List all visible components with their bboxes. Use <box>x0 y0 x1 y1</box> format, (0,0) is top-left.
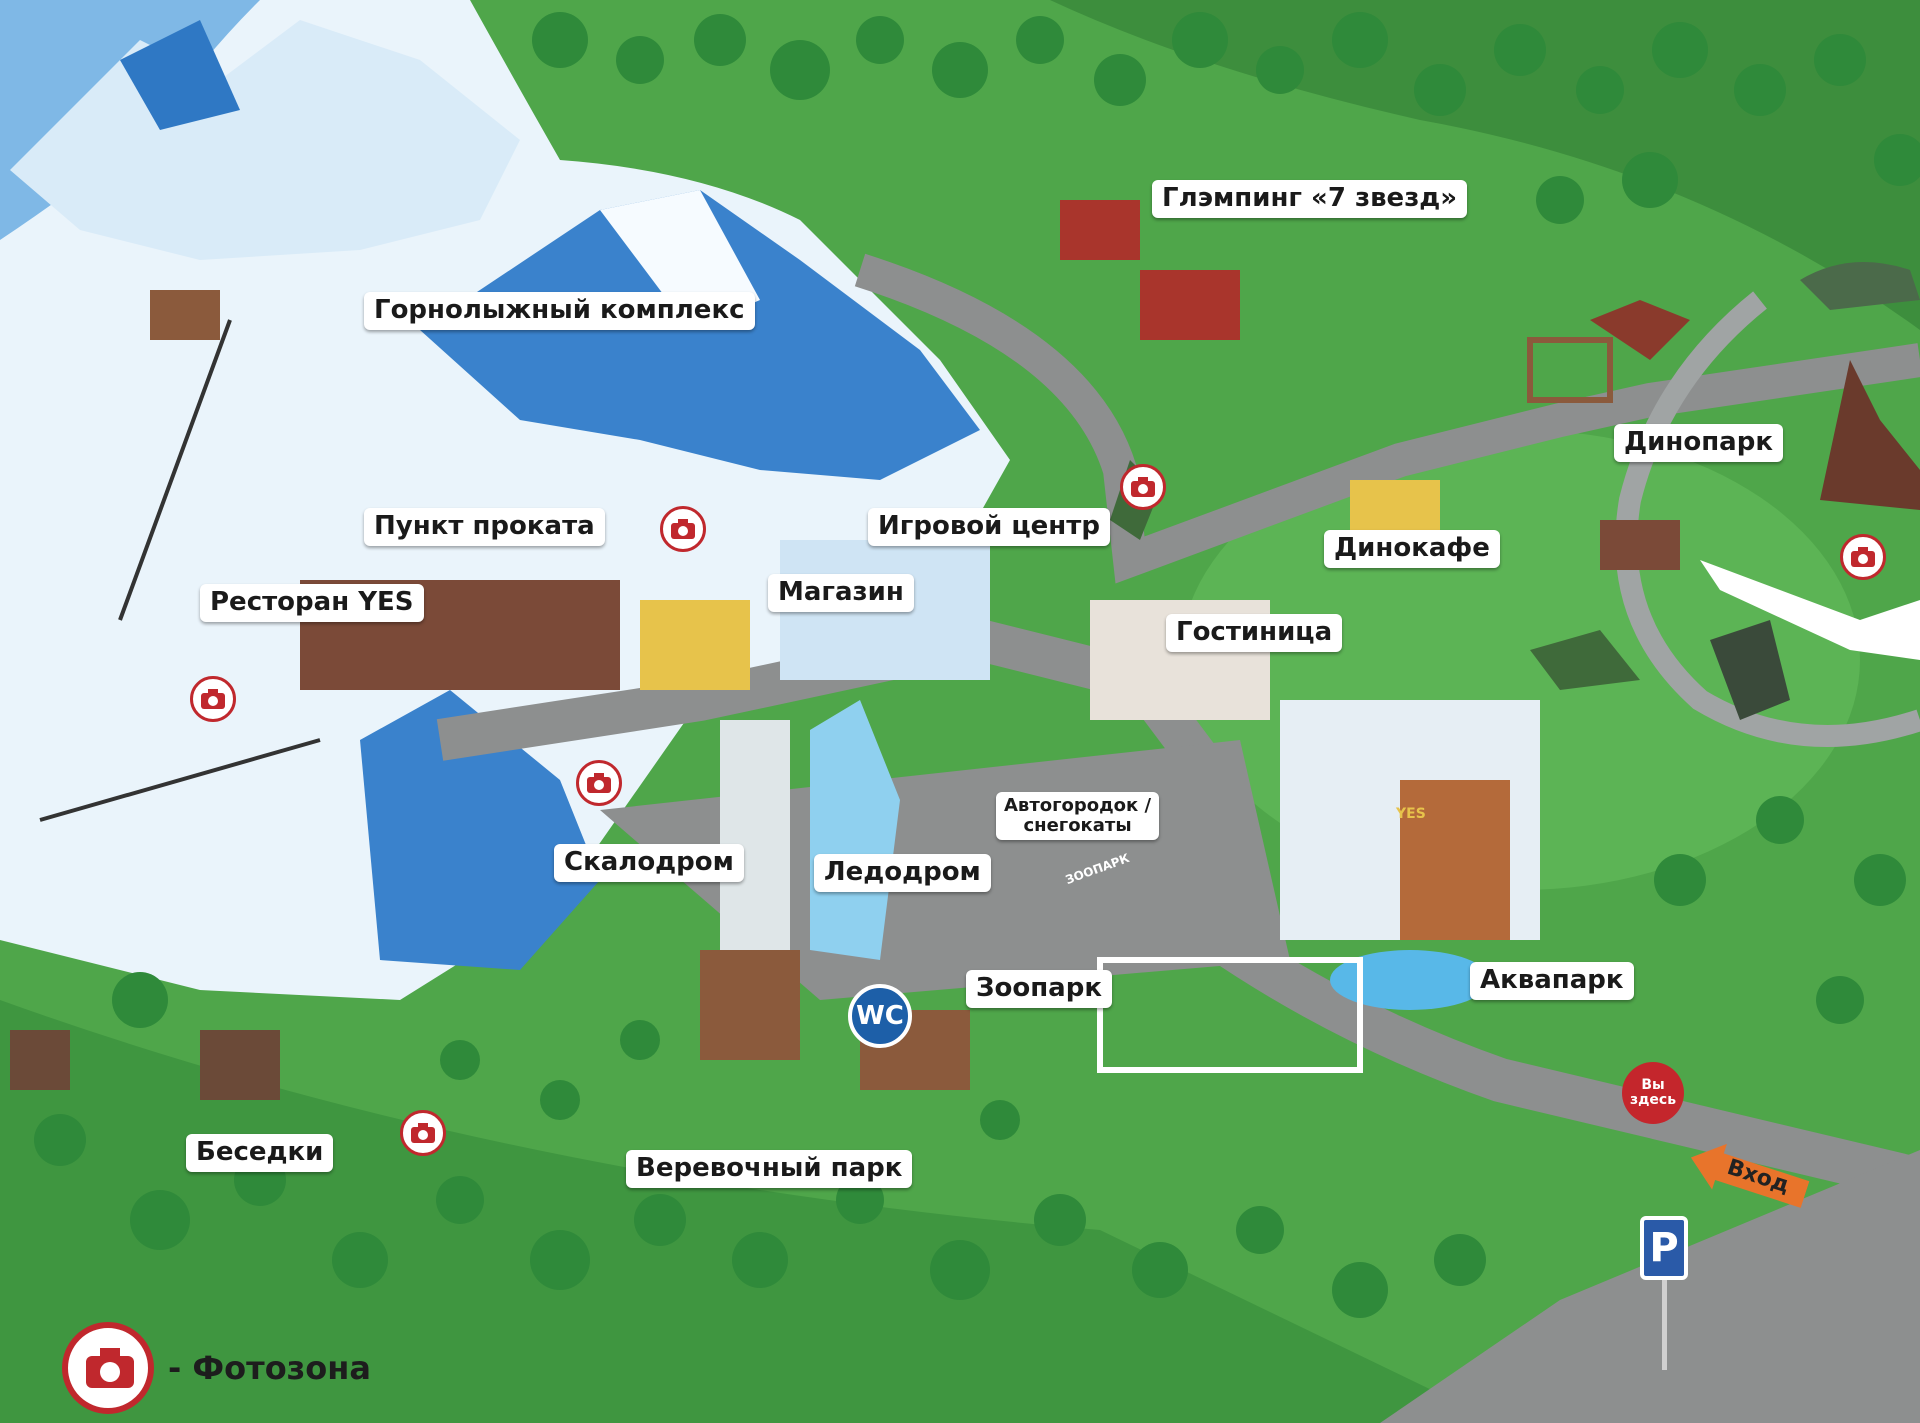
label-autotown: Автогородок / снегокаты <box>996 792 1160 840</box>
chairlift-cable-1 <box>118 319 232 621</box>
label-game-center: Игровой центр <box>868 508 1110 546</box>
rope-park-house <box>700 950 800 1060</box>
label-zoo: Зоопарк <box>966 970 1112 1008</box>
dinosaur-trex <box>1710 620 1790 720</box>
glamping-house-2 <box>1140 270 1240 340</box>
dinosaur-spinosaurus <box>1590 300 1690 360</box>
photozone-marker <box>1120 464 1166 510</box>
photozone-marker <box>1840 534 1886 580</box>
parking-sign: P <box>1640 1216 1688 1280</box>
mountain-right <box>420 190 980 480</box>
ice-wall <box>810 700 900 960</box>
label-autotown-line2: снегокаты <box>1023 814 1132 836</box>
camera-icon <box>1131 477 1155 497</box>
dinosaur-triceratops <box>1800 262 1920 310</box>
dark-forest-area <box>1050 0 1920 330</box>
camera-photozone-icon <box>86 1348 134 1388</box>
parking-sign-post <box>1662 1280 1667 1370</box>
trees-group <box>34 12 1920 1318</box>
camera-icon <box>1851 547 1875 567</box>
legend: - Фотозона <box>62 1322 371 1414</box>
mountain-top-shade <box>120 20 240 130</box>
photozone-marker <box>190 676 236 722</box>
lower-forest-area <box>0 1000 1500 1423</box>
label-climbing-wall: Скалодром <box>554 844 744 882</box>
label-dinopark: Динопарк <box>1614 424 1783 462</box>
label-glamping: Глэмпинг «7 звезд» <box>1152 180 1468 218</box>
dino-trail <box>1615 291 1920 747</box>
shop-building <box>640 600 750 690</box>
dinocafe-building <box>1350 480 1440 530</box>
aquapark-building-sign: YES <box>1396 806 1426 822</box>
dino-enclosure <box>1527 337 1613 403</box>
label-gazebos: Беседки <box>186 1134 334 1172</box>
gazebo-1 <box>10 1030 70 1090</box>
photozone-marker <box>400 1110 446 1156</box>
you-are-here-line1: Вы <box>1641 1076 1665 1093</box>
label-autotown-line1: Автогородок / <box>1004 795 1152 816</box>
wc-marker: WC <box>848 984 912 1048</box>
camera-icon <box>411 1123 435 1143</box>
label-rope-park: Веревочный парк <box>626 1150 913 1188</box>
label-aquapark: Аквапарк <box>1470 962 1634 1000</box>
legend-text: - Фотозона <box>168 1349 371 1387</box>
pirate-ship <box>1600 520 1680 570</box>
you-are-here-marker: Вы здесь <box>1622 1062 1684 1124</box>
label-hotel: Гостиница <box>1166 614 1343 652</box>
label-restaurant: Ресторан YES <box>200 584 424 622</box>
climbing-wall <box>720 720 790 950</box>
chairlift-cable-2 <box>39 738 321 822</box>
entry-arrow-icon <box>1690 1143 1810 1208</box>
aquapark-wall <box>1400 780 1510 940</box>
glamping-house-1 <box>1060 200 1140 260</box>
you-are-here-line2: здесь <box>1629 1092 1677 1108</box>
camera-icon <box>201 689 225 709</box>
label-ice-wall: Ледодром <box>814 854 991 892</box>
dinosaur-stegosaurus <box>1530 630 1640 690</box>
parking-lot <box>1380 1150 1920 1423</box>
camera-icon <box>587 773 611 793</box>
zoo-fence <box>1097 957 1363 1073</box>
label-rental-point: Пункт проката <box>364 508 605 546</box>
ski-cabin <box>150 290 220 340</box>
photozone-marker <box>660 506 706 552</box>
label-shop: Магазин <box>768 574 914 612</box>
label-dinocafe: Динокафе <box>1324 530 1500 568</box>
photozone-marker <box>576 760 622 806</box>
label-ski-complex: Горнолыжный комплекс <box>364 292 755 330</box>
legend-photozone-marker <box>62 1322 154 1414</box>
dinosaur-brachiosaurus <box>1820 360 1920 510</box>
pool <box>1330 950 1490 1010</box>
entry-sign: Вход <box>1683 1133 1813 1220</box>
camera-icon <box>671 519 695 539</box>
airplane <box>1700 560 1920 660</box>
mountain-lower <box>360 690 600 970</box>
gazebo-2 <box>200 1030 280 1100</box>
